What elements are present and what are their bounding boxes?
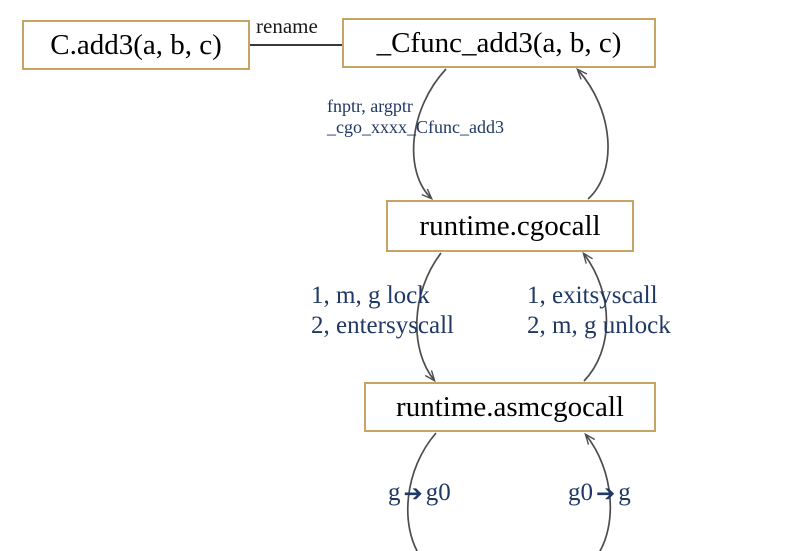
- edge-asmcgocall-up: [584, 432, 612, 551]
- right-arrow-icon: ➔: [403, 481, 423, 507]
- edge-label-up-line2: 2, m, g unlock: [527, 311, 671, 339]
- edge-label-g0-to-g: g0➔g: [568, 478, 631, 508]
- edge-label-g0-to-g-to: g: [618, 479, 631, 506]
- edge-label-down-line1: 1, m, g lock: [311, 282, 430, 309]
- node-runtime-asmcgocall-label: runtime.asmcgocall: [396, 390, 624, 423]
- edge-label-fnptr-line2: _cgo_xxxx_Cfunc_add3: [327, 117, 504, 138]
- edge-label-fnptr-line1: fnptr, argptr: [327, 96, 413, 116]
- edge-label-rename-text: rename: [256, 14, 318, 38]
- edge-label-lock-entersyscall: 1, m, g lock 2, entersyscall: [311, 281, 454, 340]
- node-runtime-asmcgocall[interactable]: runtime.asmcgocall: [364, 382, 656, 432]
- node-cfunc-add3[interactable]: _Cfunc_add3(a, b, c): [342, 18, 656, 68]
- edge-cgocall-to-cfunc: [576, 67, 609, 200]
- edge-label-fnptr-argptr: fnptr, argptr _cgo_xxxx_Cfunc_add3: [327, 96, 504, 138]
- node-runtime-cgocall-label: runtime.cgocall: [419, 209, 601, 242]
- edge-label-g0-to-g-from: g0: [568, 479, 593, 506]
- edge-label-down-line2: 2, entersyscall: [311, 311, 455, 339]
- node-c-add3[interactable]: C.add3(a, b, c): [22, 20, 250, 70]
- edge-asmcgocall-to-cgocall: [582, 251, 608, 382]
- edge-label-g-to-g0: g➔g0: [388, 478, 451, 508]
- edge-cfunc-to-cgocall: [412, 68, 447, 201]
- edge-label-g-to-g0-to: g0: [425, 479, 451, 506]
- edge-label-up-line1: 1, exitsyscall: [527, 282, 658, 309]
- edge-asmcgocall-down: [406, 432, 437, 551]
- node-c-add3-label: C.add3(a, b, c): [50, 28, 222, 61]
- right-arrow-icon: ➔: [596, 481, 616, 507]
- node-runtime-cgocall[interactable]: runtime.cgocall: [386, 200, 634, 252]
- edge-label-exitsyscall-unlock: 1, exitsyscall 2, m, g unlock: [527, 281, 671, 340]
- edge-cgocall-to-asmcgocall: [415, 252, 442, 383]
- edge-label-rename: rename: [256, 14, 318, 39]
- node-cfunc-add3-label: _Cfunc_add3(a, b, c): [376, 26, 622, 59]
- edge-label-g-to-g0-from: g: [388, 479, 401, 506]
